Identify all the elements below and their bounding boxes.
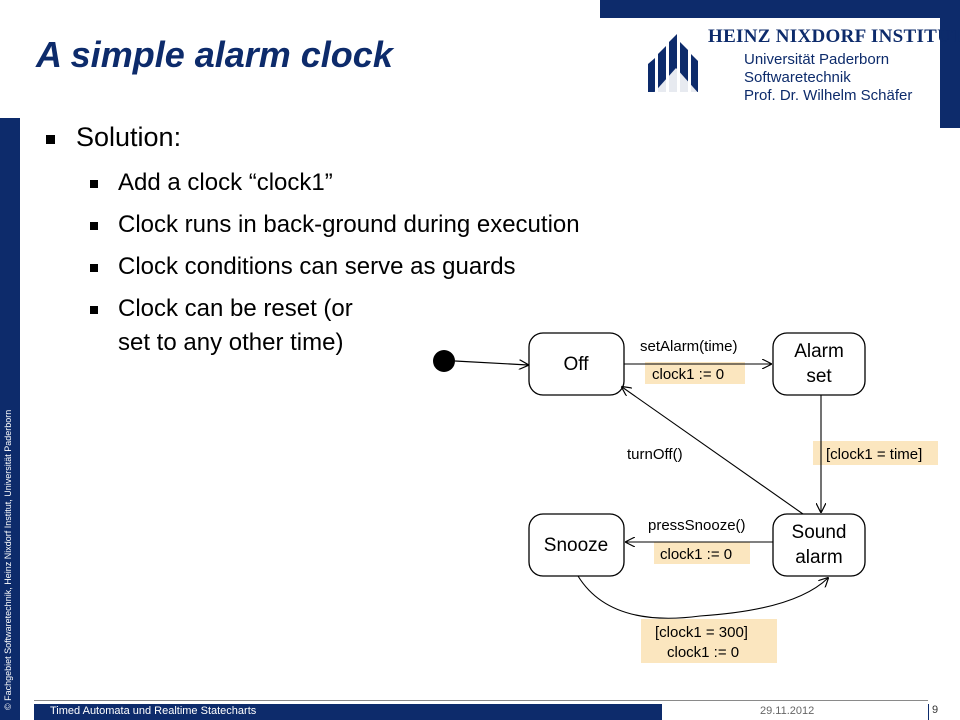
label-set-alarm: setAlarm(time): [640, 338, 738, 355]
transition-turn-off: [622, 387, 804, 515]
label-snooze-guard: [clock1 = 300]: [655, 624, 748, 641]
state-sound-alarm-label-1: Sound: [792, 522, 847, 543]
sub-bullet-text: set to any other time): [118, 329, 344, 356]
footer-title: Timed Automata und Realtime Statecharts: [50, 705, 257, 717]
action-highlight-press-snooze: [654, 542, 750, 564]
hni-logo-icon: [648, 34, 701, 96]
institute-logo: HEINZ NIXDORF INSTITUT Universität Pader…: [646, 22, 960, 104]
label-guard-time: [clock1 = time]: [826, 446, 922, 463]
label-press-snooze: pressSnooze(): [648, 517, 746, 534]
bullet-square-icon: [90, 264, 98, 272]
state-sound-alarm: [772, 513, 866, 577]
page-number: 9: [932, 704, 939, 716]
sub-bullet-text: Clock can be reset (or: [118, 295, 353, 322]
footer-date-box: [662, 703, 928, 720]
footer-date: 29.11.2012: [760, 705, 815, 717]
left-brand-band: [0, 118, 20, 720]
guard-highlight-time: [813, 441, 938, 465]
bullet-square-icon: [46, 135, 55, 144]
slide-title: A simple alarm clock: [36, 34, 393, 75]
transition-snooze-timeout: [577, 575, 828, 619]
logo-university: Universität Paderborn: [744, 51, 890, 68]
logo-institute-name: HEINZ NIXDORF INSTITUT: [708, 26, 960, 47]
state-alarm-set-label-2: set: [806, 366, 832, 387]
logo-professor: Prof. Dr. Wilhelm Schäfer: [744, 87, 913, 104]
state-alarm-set-label-1: Alarm: [794, 341, 844, 362]
sub-bullet-text: Clock runs in back-ground during executi…: [118, 211, 580, 238]
label-set-alarm-action: clock1 := 0: [652, 366, 724, 383]
state-sound-alarm-label-2: alarm: [795, 547, 843, 568]
action-highlight-set-alarm: [645, 362, 745, 384]
state-snooze-label: Snooze: [544, 535, 608, 556]
right-brand-band: [940, 0, 960, 128]
state-snooze: [528, 513, 625, 577]
guard-highlight-snooze: [641, 619, 777, 663]
state-alarm-set: [772, 332, 866, 396]
label-snooze-action: clock1 := 0: [667, 644, 739, 661]
label-turn-off: turnOff(): [627, 446, 683, 463]
bullet-square-icon: [90, 180, 98, 188]
bullet-main-text: Solution:: [76, 122, 182, 152]
logo-department: Softwaretechnik: [744, 69, 851, 86]
initial-transition-arrow: [454, 361, 528, 365]
footer-rule: [34, 700, 928, 701]
label-press-snooze-action: clock1 := 0: [660, 546, 732, 563]
top-brand-band: [600, 0, 960, 18]
state-off-label: Off: [564, 354, 590, 375]
sub-bullet-text: Add a clock “clock1”: [118, 169, 333, 196]
bullet-square-icon: [90, 306, 98, 314]
sub-bullet-text: Clock conditions can serve as guards: [118, 253, 516, 280]
bullet-square-icon: [90, 222, 98, 230]
initial-state-dot: [433, 350, 455, 372]
